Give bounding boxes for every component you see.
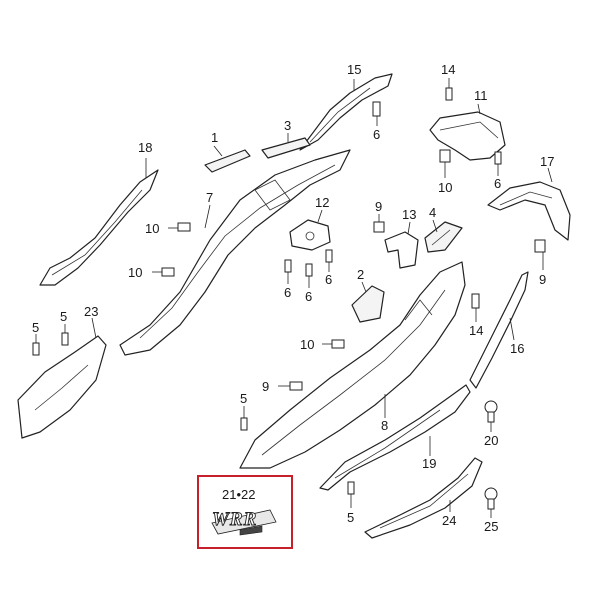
part-label: 15 xyxy=(347,62,361,77)
part-labels: 15 14 11 1 3 6 18 10 6 17 7 12 9 13 4 10… xyxy=(32,62,554,534)
part-9-clip-b xyxy=(278,381,303,391)
part-label: 14 xyxy=(441,62,455,77)
part-label: 16 xyxy=(510,341,524,356)
part-label: 7 xyxy=(206,190,213,205)
part-label: 3 xyxy=(284,118,291,133)
part-label: 10 xyxy=(300,337,314,352)
part-6-bolt-e xyxy=(325,249,333,272)
part-label: 4 xyxy=(429,205,436,220)
part-label: 25 xyxy=(484,519,498,534)
part-label: 9 xyxy=(262,379,269,394)
part-19-lower-strip xyxy=(319,384,471,491)
part-label: 1 xyxy=(211,130,218,145)
part-label: 14 xyxy=(469,323,483,338)
part-24-bottom-trim xyxy=(364,457,483,539)
part-label: 5 xyxy=(240,391,247,406)
part-23-lower-panel xyxy=(17,317,107,439)
part-label: 8 xyxy=(381,418,388,433)
part-5-bolt-c xyxy=(240,406,248,431)
part-label: 17 xyxy=(540,154,554,169)
part-10-clip-a xyxy=(168,222,191,232)
part-20-screw xyxy=(484,400,498,432)
part-16-trim-strip xyxy=(469,271,529,389)
part-10-clip-d xyxy=(322,339,345,349)
emblem-text: WRR xyxy=(212,509,257,530)
part-13-bracket xyxy=(384,221,419,269)
part-label: 5 xyxy=(32,320,39,335)
part-label: 9 xyxy=(539,272,546,287)
part-label: 18 xyxy=(138,140,152,155)
part-label: 10 xyxy=(438,180,452,195)
part-9-clip-a xyxy=(373,214,385,233)
part-label: 19 xyxy=(422,456,436,471)
part-label: 11 xyxy=(474,88,488,103)
part-1-trim xyxy=(204,145,251,173)
part-label: 6 xyxy=(305,289,312,304)
part-6-bolt-c xyxy=(284,259,292,284)
emblem-highlight-box: 21•22 WRR xyxy=(197,475,293,549)
part-label: 12 xyxy=(315,195,329,210)
part-3-trim xyxy=(261,133,311,159)
part-5-bolt-d xyxy=(347,481,355,508)
part-label: 9 xyxy=(375,199,382,214)
part-label: 10 xyxy=(128,265,142,280)
part-2-panel xyxy=(351,281,385,323)
part-17-grab-rail xyxy=(487,167,571,241)
part-label: 20 xyxy=(484,433,498,448)
part-14-bolt-top xyxy=(445,78,453,101)
part-label: 2 xyxy=(357,267,364,282)
part-label: 5 xyxy=(60,309,67,324)
part-label: 6 xyxy=(494,176,501,191)
part-6-bolt-b xyxy=(494,151,502,176)
part-6-bolt-d xyxy=(305,263,313,288)
part-label: 6 xyxy=(373,127,380,142)
part-label: 6 xyxy=(284,285,291,300)
part-5-bolt-a xyxy=(32,334,40,356)
part-25-screw xyxy=(484,487,498,518)
part-10-clip-b xyxy=(152,267,175,277)
emblem-part-label: 21•22 xyxy=(222,487,255,502)
part-label: 10 xyxy=(145,221,159,236)
emblem-graphic: WRR xyxy=(211,509,277,536)
part-label: 13 xyxy=(402,207,416,222)
part-12-bracket xyxy=(289,209,331,251)
part-10-clip-c xyxy=(439,149,451,178)
part-5-bolt-b xyxy=(61,324,69,346)
part-label: 24 xyxy=(442,513,456,528)
part-7-rear-cowl xyxy=(119,149,351,356)
part-8-side-cover xyxy=(239,261,466,469)
part-14-bolt-lower xyxy=(471,293,480,322)
part-6-bolt-a xyxy=(372,101,381,126)
part-label: 5 xyxy=(347,510,354,525)
part-15-rail-trim xyxy=(299,73,393,151)
part-18-side-rail xyxy=(39,158,159,286)
part-label: 6 xyxy=(325,272,332,287)
part-4-panel xyxy=(424,219,463,253)
part-9-clip-c xyxy=(534,239,546,270)
part-label: 23 xyxy=(84,304,98,319)
